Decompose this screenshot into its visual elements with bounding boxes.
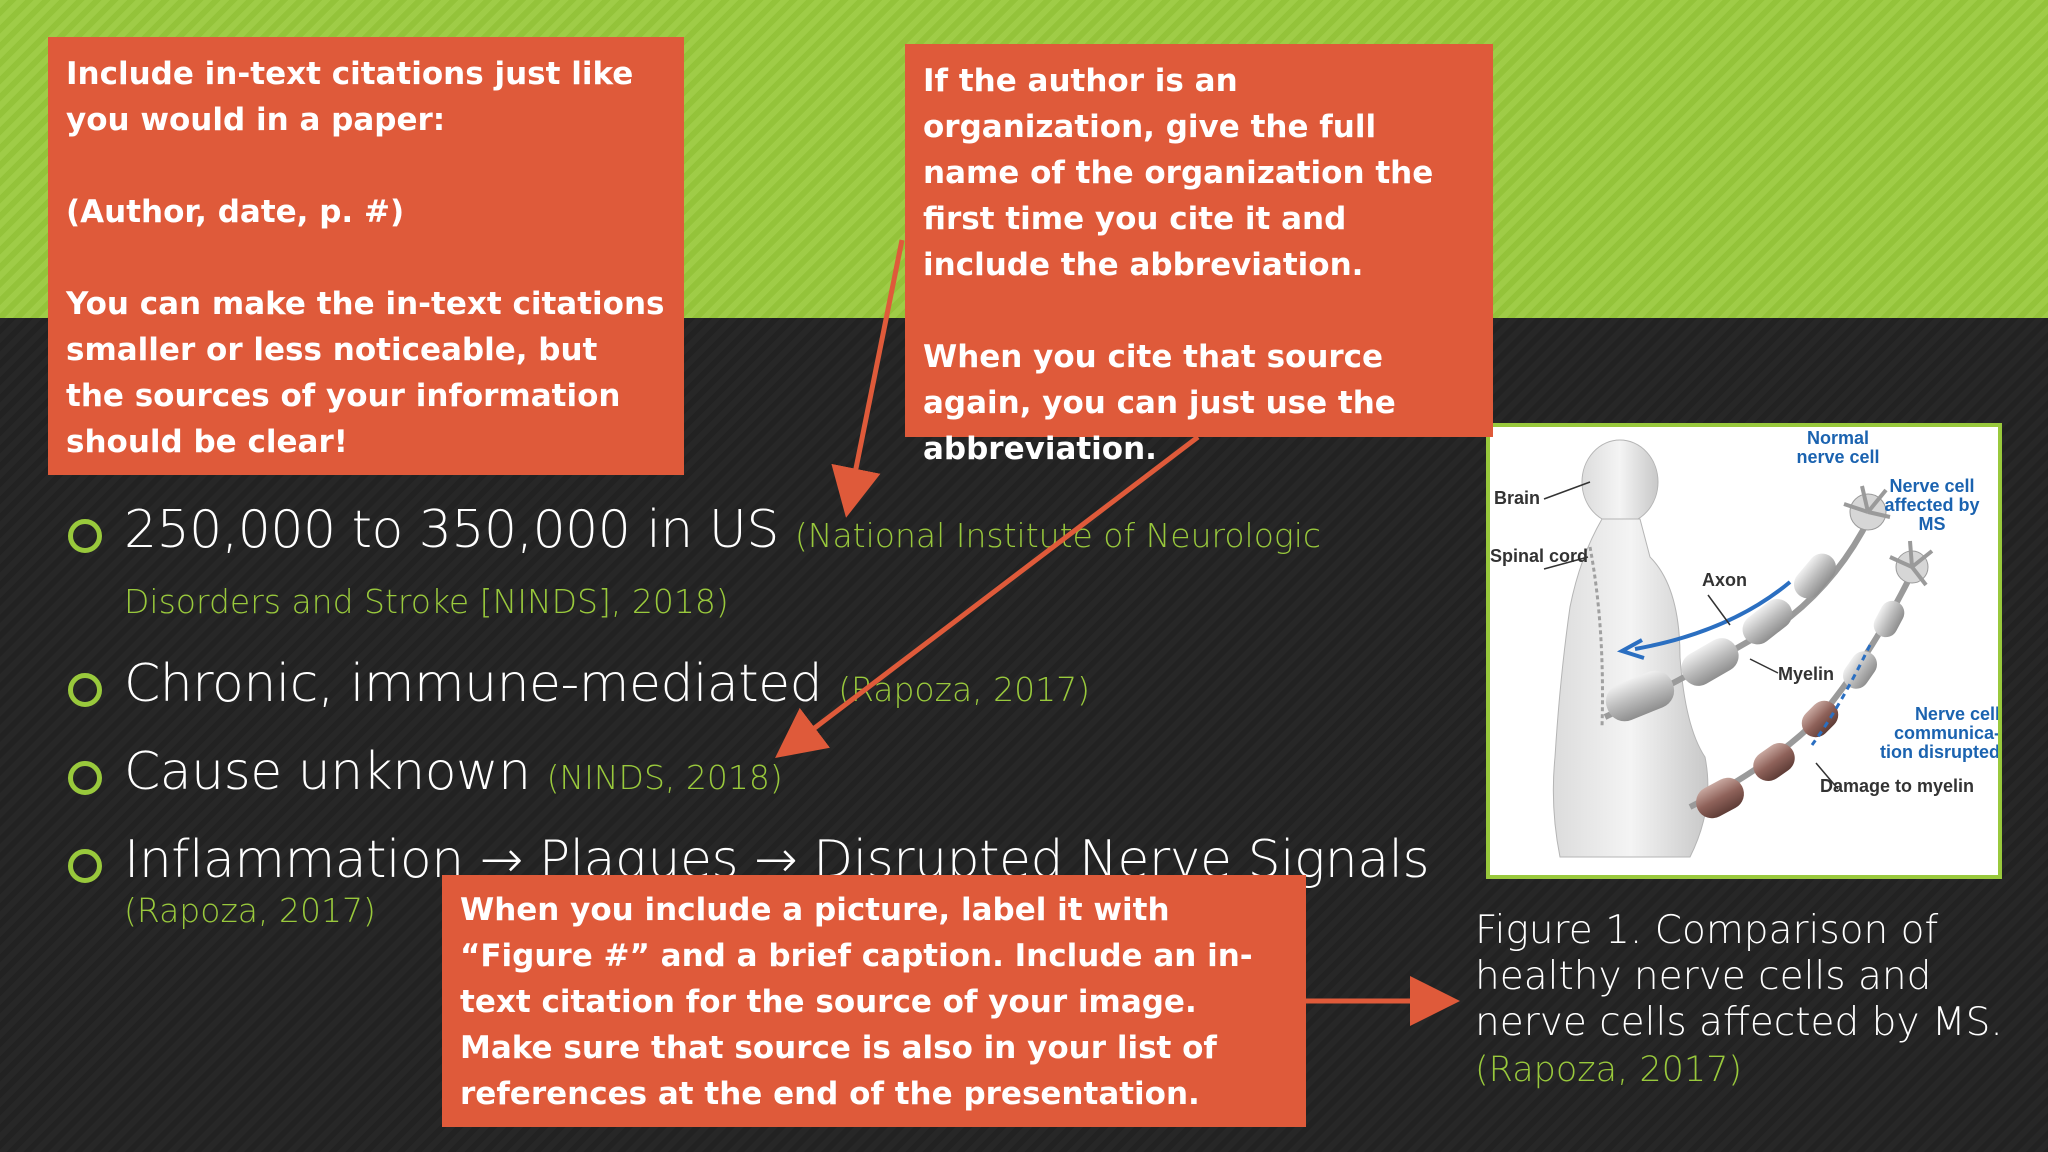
figure-label-affected: Nerve cell affected by MS <box>1884 476 1980 534</box>
callout-figure-label: When you include a picture, label it wit… <box>442 875 1306 1127</box>
figure-label-spinal-cord: Spinal cord <box>1490 546 1589 566</box>
bullet-text: Chronic, immune-mediated <box>124 654 823 714</box>
ms-nerve-figure: Normal nerve cell Nerve cell affected by… <box>1486 423 2002 879</box>
in-text-citation: (NINDS, 2018) <box>546 758 783 797</box>
bullet-list: 250,000 to 350,000 in US (National Insti… <box>66 500 1446 932</box>
signal-arrows <box>1616 580 1872 746</box>
callout-citation-format: Include in-text citations just like you … <box>48 37 684 475</box>
in-text-citation: (Rapoza, 2017) <box>838 670 1091 709</box>
figure-label-myelin: Myelin <box>1778 664 1835 684</box>
caption-text: Figure 1. Comparison of healthy nerve ce… <box>1475 908 2003 1045</box>
circle-bullet-icon <box>68 673 102 707</box>
bullet-item-chronic: Chronic, immune-mediated (Rapoza, 2017) <box>66 654 1446 720</box>
nerve-illustration <box>1543 439 1934 858</box>
bullet-item-cause: Cause unknown (NINDS, 2018) <box>66 742 1446 808</box>
caption-citation: (Rapoza, 2017) <box>1475 1050 1743 1090</box>
figure-label-damage: Damage to myelin <box>1820 776 1975 796</box>
damaged-nerve <box>1688 540 1934 819</box>
circle-bullet-icon <box>68 761 102 795</box>
in-text-citation: (Rapoza, 2017) <box>124 891 376 930</box>
figure-label-communication: Nerve cell communica- tion disrupted <box>1880 704 2000 762</box>
bullet-text: 250,000 to 350,000 in US <box>124 500 779 560</box>
circle-bullet-icon <box>68 519 102 553</box>
bullet-text: Cause unknown <box>124 742 531 802</box>
figure-label-brain: Brain <box>1494 488 1541 508</box>
healthy-nerve <box>1603 485 1891 722</box>
figure-caption: Figure 1. Comparison of healthy nerve ce… <box>1475 908 2015 1093</box>
circle-bullet-icon <box>68 849 102 883</box>
bullet-item-prevalence: 250,000 to 350,000 in US (National Insti… <box>66 500 1446 632</box>
figure-label-normal: Normal nerve cell <box>1796 428 1880 467</box>
figure-label-axon: Axon <box>1702 570 1747 590</box>
callout-organization-author: If the author is an organization, give t… <box>905 44 1493 467</box>
leader-lines <box>1543 481 1839 790</box>
